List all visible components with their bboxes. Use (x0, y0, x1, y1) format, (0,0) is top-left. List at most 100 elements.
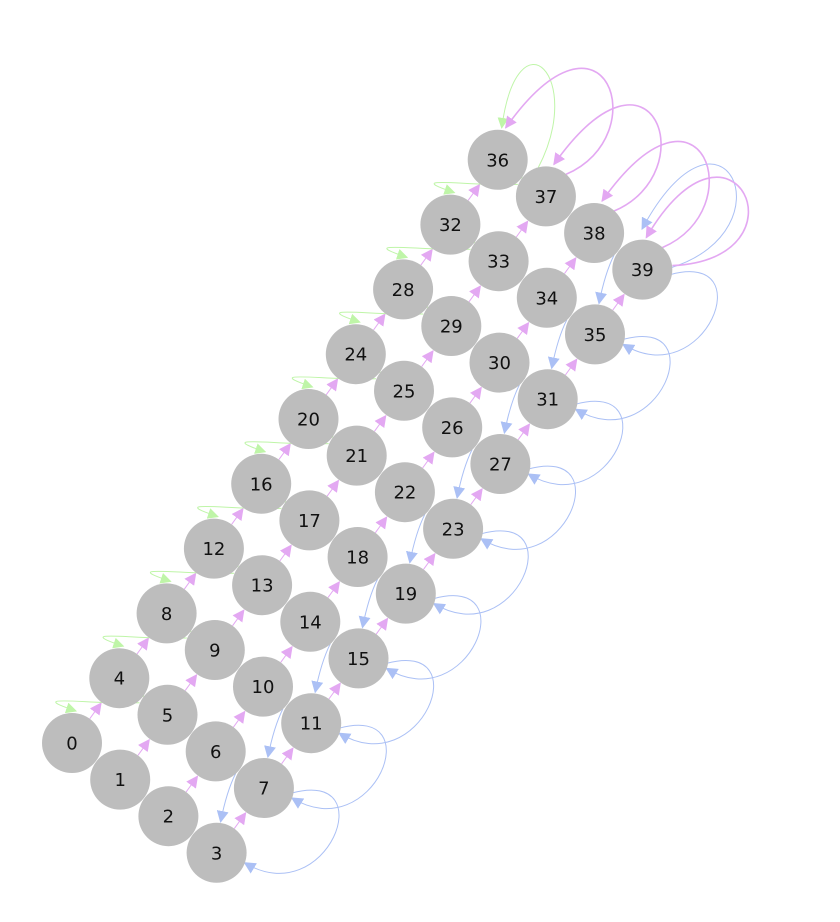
node-35: 35 (565, 304, 625, 365)
node-2: 2 (138, 786, 199, 847)
node-29: 29 (421, 296, 482, 356)
node-11: 11 (281, 693, 342, 754)
edge-pink-34-38 (564, 257, 577, 274)
node-label: 1 (114, 770, 125, 791)
node-label: 31 (536, 390, 559, 411)
edge-pink-31-35 (564, 358, 578, 376)
node-circle (467, 129, 528, 190)
node-label: 36 (486, 150, 509, 171)
node-label: 14 (299, 612, 322, 633)
node-label: 38 (583, 224, 606, 245)
node-18: 18 (327, 527, 388, 587)
node-34: 34 (516, 267, 577, 328)
node-label: 27 (489, 455, 512, 476)
node-label: 3 (211, 843, 222, 864)
node-circle (421, 296, 482, 356)
node-label: 0 (66, 734, 77, 755)
edge-blue-39-38-loop (641, 163, 737, 269)
node-19: 19 (375, 563, 436, 624)
node-label: 26 (441, 418, 464, 439)
node-10: 10 (233, 656, 293, 717)
edge-pink-20-24 (325, 378, 339, 396)
edge-pink-26-30 (469, 386, 482, 404)
edge-blue-down-30-27 (500, 384, 520, 435)
node-circle (42, 713, 102, 773)
node-circle (515, 166, 576, 227)
node-38: 38 (564, 203, 625, 263)
node-circle (469, 332, 530, 393)
node-circle (278, 389, 339, 449)
edge-blue-down-22-19 (406, 513, 426, 564)
edge-pink-9-13 (232, 609, 245, 627)
node-21: 21 (326, 425, 387, 486)
node-4: 4 (89, 648, 150, 709)
edge-pink-loop-37-36 (505, 67, 614, 176)
edge-pink-18-22 (374, 516, 388, 534)
node-circle (328, 628, 389, 689)
edge-pink-23-27 (470, 488, 483, 505)
node-label: 32 (439, 215, 462, 236)
node-circle (231, 453, 292, 514)
node-circle (423, 498, 484, 559)
edge-pink-28-32 (420, 248, 433, 266)
node-16: 16 (231, 453, 292, 514)
edge-pink-17-21 (326, 479, 340, 497)
node-circle (232, 555, 293, 616)
node-label: 4 (114, 669, 125, 690)
node-circle (327, 527, 388, 587)
node-circle (422, 397, 483, 458)
node-33: 33 (468, 231, 529, 292)
edge-pink-6-10 (232, 710, 246, 728)
node-13: 13 (232, 555, 293, 616)
node-label: 37 (534, 187, 557, 208)
node-3: 3 (186, 822, 247, 883)
node-27: 27 (470, 434, 531, 494)
edge-pink-13-17 (279, 544, 292, 562)
node-label: 35 (584, 325, 607, 346)
node-circle (138, 786, 199, 847)
node-label: 19 (394, 584, 417, 605)
edge-pink-1-5 (137, 738, 150, 756)
node-30: 30 (469, 332, 530, 393)
node-circle (326, 425, 387, 486)
edge-pink-16-20 (278, 443, 291, 460)
edge-pink-35-39 (612, 293, 625, 311)
node-label: 12 (202, 539, 225, 560)
node-label: 33 (487, 252, 510, 273)
node-circle (185, 721, 246, 782)
node-circle (183, 518, 244, 579)
node-circle (374, 462, 435, 523)
node-17: 17 (279, 490, 340, 551)
node-20: 20 (278, 389, 339, 449)
node-32: 32 (420, 194, 481, 255)
node-circle (136, 583, 197, 644)
node-15: 15 (328, 628, 389, 689)
node-circle (233, 656, 293, 717)
node-36: 36 (467, 129, 528, 190)
edge-pink-24-28 (373, 313, 386, 331)
edge-blue-down-26-23 (453, 449, 473, 499)
node-label: 6 (210, 742, 221, 763)
node-1: 1 (90, 749, 151, 810)
node-label: 16 (250, 474, 273, 495)
edge-pink-27-31 (517, 423, 531, 441)
node-circle (186, 822, 247, 883)
edge-pink-10-14 (280, 645, 293, 663)
nodes-layer: 0123456789101112131415161718192021222324… (42, 129, 673, 883)
node-circle (184, 620, 245, 680)
node-circle (137, 684, 198, 745)
edge-pink-loop-38-37 (553, 104, 662, 212)
node-label: 22 (393, 483, 416, 504)
node-circle (517, 369, 578, 430)
edge-blue-down-18-15 (358, 578, 379, 629)
node-circle (325, 324, 386, 385)
node-7: 7 (233, 758, 294, 818)
node-label: 24 (344, 345, 367, 366)
node-circle (468, 231, 529, 292)
node-6: 6 (185, 721, 246, 782)
edge-pink-2-6 (185, 775, 199, 793)
node-31: 31 (517, 369, 578, 430)
node-26: 26 (422, 397, 483, 458)
node-12: 12 (183, 518, 244, 579)
